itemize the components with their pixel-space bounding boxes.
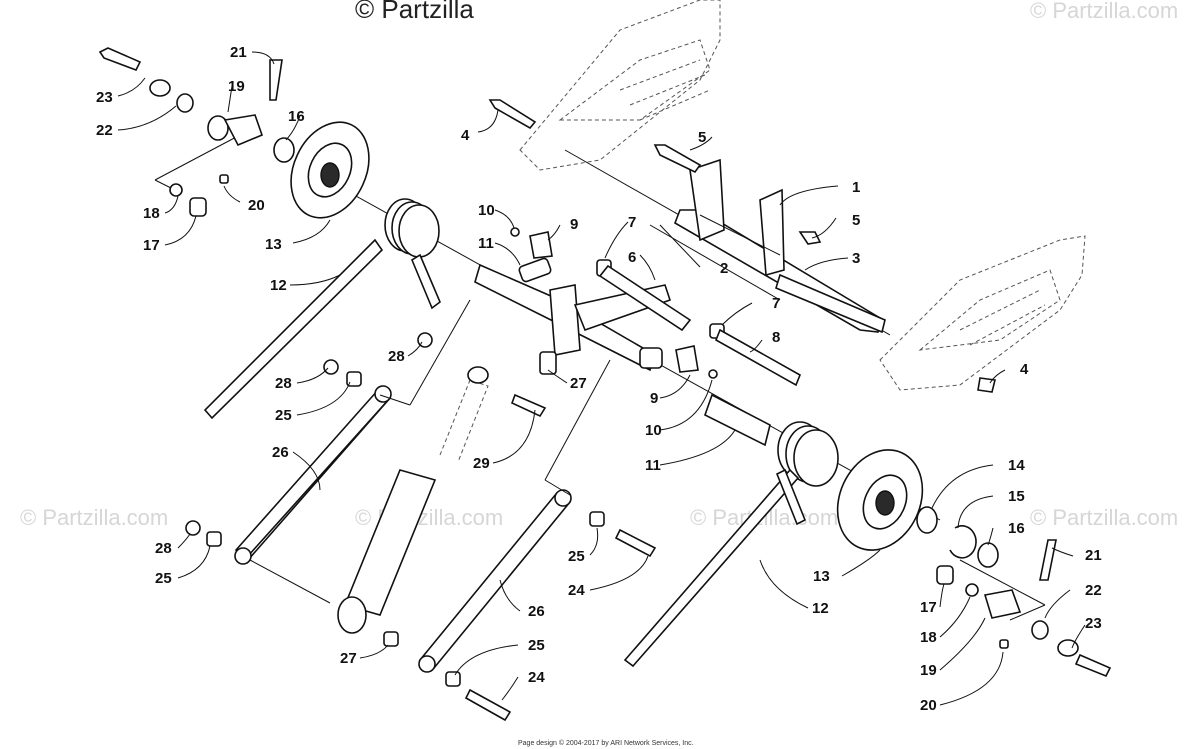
left-rail-outline	[519, 0, 721, 171]
callout-label: 17	[143, 237, 160, 254]
callout-labels: 1 2 3 4 4 5 5 6 7 7 8 9 9 10 10 11 11 12…	[96, 44, 1102, 714]
callout-label: 5	[698, 129, 706, 146]
callout-label: 22	[96, 122, 113, 139]
callout-label: 27	[570, 375, 587, 392]
center-arm	[474, 257, 672, 375]
idler-wheel-left	[290, 121, 370, 219]
torsion-spring-left	[203, 198, 441, 420]
page-footer: Page design © 2004-2017 by ARI Network S…	[518, 739, 694, 747]
callout-label: 19	[228, 78, 245, 95]
callout-label: 1	[852, 179, 860, 196]
callout-label: 13	[265, 236, 282, 253]
callout-label: 22	[1085, 582, 1102, 599]
callout-label: 28	[275, 375, 292, 392]
callout-leaders	[117, 51, 1086, 706]
callout-label: 25	[155, 570, 172, 587]
callout-label: 9	[650, 390, 658, 407]
shaft-3	[775, 273, 886, 334]
shock-absorber	[337, 366, 489, 634]
callout-label: 8	[772, 329, 780, 346]
watermark: © Partzilla.com	[1030, 505, 1178, 530]
callout-label: 4	[461, 127, 470, 144]
callout-label: 25	[275, 407, 292, 424]
callout-label: 21	[230, 44, 247, 61]
callout-label: 6	[628, 249, 636, 266]
callout-label: 7	[628, 214, 636, 231]
callout-label: 3	[852, 250, 860, 267]
leader-lines	[154, 134, 1046, 621]
callout-label: 23	[1085, 615, 1102, 632]
callout-label: 13	[813, 568, 830, 585]
callout-label: 27	[340, 650, 357, 667]
callout-label: 14	[1008, 457, 1025, 474]
callout-label: 21	[1085, 547, 1102, 564]
callout-label: 24	[528, 669, 545, 686]
right-rail-outline	[879, 235, 1086, 391]
callout-label: 29	[473, 455, 490, 472]
callout-label: 16	[288, 108, 305, 125]
callout-label: 10	[645, 422, 662, 439]
torsion-spring-right	[623, 421, 839, 668]
watermark: © Partzilla.com	[1030, 0, 1178, 23]
callout-label: 20	[248, 197, 265, 214]
callout-label: 16	[1008, 520, 1025, 537]
callout-label: 26	[272, 444, 289, 461]
callout-label: 7	[772, 295, 780, 312]
callout-label: 28	[388, 348, 405, 365]
callout-label: 5	[852, 212, 860, 229]
callout-label: 25	[528, 637, 545, 654]
callout-label: 17	[920, 599, 937, 616]
small-hardware	[149, 79, 1079, 687]
bolts	[98, 47, 1112, 722]
watermark: © Partzilla.com	[20, 505, 168, 530]
bushings	[529, 231, 802, 447]
link-arm-right	[418, 489, 572, 673]
callout-label: 11	[645, 457, 661, 474]
watermark-top: © Partzilla	[355, 0, 474, 24]
callout-label: 18	[143, 205, 160, 222]
callout-label: 26	[528, 603, 545, 620]
callout-label: 10	[478, 202, 495, 219]
callout-label: 24	[568, 582, 585, 599]
callout-label: 2	[720, 260, 728, 277]
callout-label: 23	[96, 89, 113, 106]
callout-label: 15	[1008, 488, 1025, 505]
idler-wheel-right	[836, 449, 924, 551]
callout-label: 11	[478, 235, 494, 252]
callout-label: 18	[920, 629, 937, 646]
callout-label: 12	[812, 600, 829, 617]
callout-label: 20	[920, 697, 937, 714]
callout-label: 4	[1020, 361, 1029, 378]
callout-label: 25	[568, 548, 585, 565]
rail-bracket	[689, 158, 785, 277]
callout-label: 28	[155, 540, 172, 557]
callout-label: 9	[570, 216, 578, 233]
callout-label: 12	[270, 277, 287, 294]
callout-label: 19	[920, 662, 937, 679]
link-arm-left	[234, 385, 392, 565]
